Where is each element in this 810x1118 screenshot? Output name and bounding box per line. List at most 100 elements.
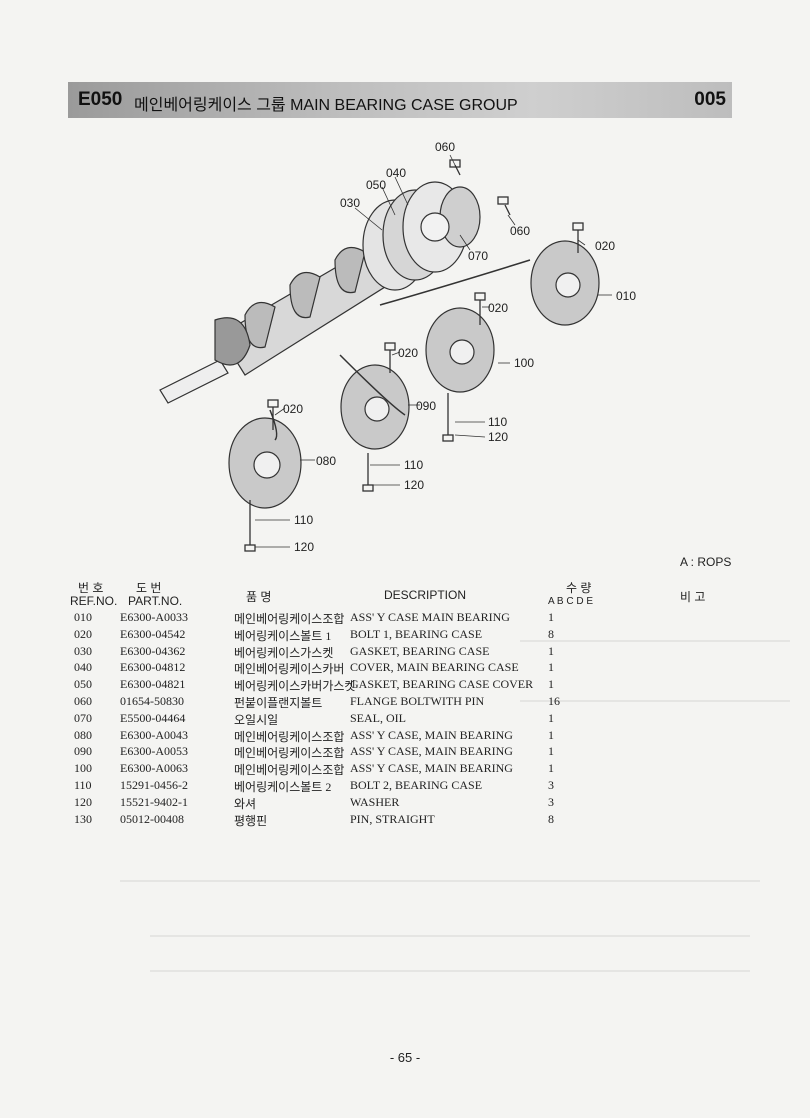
leader-lines [255,154,612,548]
group-code: E050 [78,89,123,110]
col-part-en: PART.NO. [128,594,183,608]
callout-010: 010 [616,289,636,303]
description-cell: BOLT 1, BEARING CASE [350,626,483,641]
quantity-cell: 1 [548,744,554,759]
korean-name-cell: 메인베어링케이스조합 [234,729,345,744]
callout-020a: 020 [595,239,615,253]
callout-110c: 110 [294,513,313,527]
group-title: 메인베어링케이스 그룹 MAIN BEARING CASE GROUP [134,97,518,114]
callout-020d: 020 [283,402,303,416]
ref-no-cell: 040 [74,660,92,675]
korean-name-cell: 베어링케이스볼트 2 [234,779,332,794]
quantity-cell: 1 [548,610,554,624]
bleed-through-line [150,970,750,972]
col-name-ko: 품 명 [246,590,272,604]
korean-name-cell: 메인베어링케이스조합 [234,763,345,778]
quantity-cell: 8 [548,811,554,826]
table-row: 120 15521-9402-1 와셔 WASHER 3 [72,795,672,812]
description-cell: PIN, STRAIGHT [350,811,435,826]
description-cell: FLANGE BOLTWITH PIN [350,693,485,708]
bearing-case-080-drawing [228,417,302,509]
bearing-case-cover-stack [362,181,481,291]
callout-120b: 120 [404,478,424,492]
description-cell: WASHER [350,794,400,809]
korean-name-cell: 메인베어링케이스조합 [234,746,345,761]
table-row: 100 E6300-A0063 메인베어링케이스조합 ASS' Y CASE, MAI… [72,761,672,778]
callout-020c: 020 [398,346,418,360]
col-part-ko: 도 번 [136,581,162,595]
ref-no-cell: 030 [74,643,92,658]
quantity-cell: 3 [548,794,554,809]
callout-020b: 020 [488,301,508,315]
part-no-cell: E6300-A0033 [120,610,188,624]
part-no-cell: E6300-A0043 [120,727,188,742]
col-qty-ko: 수 량 [566,581,592,595]
part-no-cell: E6300-A0053 [120,744,188,759]
part-no-cell: E6300-04542 [120,626,186,641]
description-cell: ASS' Y CASE, MAIN BEARING [350,744,513,759]
part-no-cell: E6300-04362 [120,643,186,658]
diagram-callouts: 060 040 050 030 060 070 020 010 020 100 … [283,140,636,554]
bearing-case-090-drawing [340,364,410,450]
callout-060b: 060 [510,224,530,238]
korean-name-cell: 평행핀 [234,813,268,828]
table-row: 130 05012-00408 평행핀 PIN, STRAIGHT 8 [72,812,672,829]
callout-040: 040 [386,166,406,180]
korean-name-cell: 메인베어링케이스카버 [234,662,345,677]
quantity-cell: 8 [548,626,554,641]
korean-name-cell: 베어링케이스카버가스켓 [234,679,356,694]
bolt-drawings [244,159,584,552]
quantity-cell: 16 [548,693,560,708]
ref-no-cell: 080 [74,727,92,742]
quantity-cell: 3 [548,777,554,792]
part-no-cell: 01654-50830 [120,693,184,708]
ref-no-cell: 130 [74,811,92,826]
col-ref-ko: 번 호 [78,581,104,595]
callout-080: 080 [316,454,336,468]
callout-050: 050 [366,178,386,192]
ref-no-cell: 070 [74,710,92,725]
description-cell: ASS' Y CASE, MAIN BEARING [350,761,513,776]
description-cell: BOLT 2, BEARING CASE [350,777,483,792]
bleed-through-line [150,935,750,937]
callout-060a: 060 [435,140,455,154]
callout-100: 100 [514,356,534,370]
bleed-through-line [520,700,790,702]
part-no-cell: E6300-A0063 [120,761,188,776]
ref-no-cell: 100 [74,761,92,776]
korean-name-cell: 메인베어링케이스조합 [234,612,345,626]
ref-no-cell: 120 [74,794,92,809]
ref-no-cell: 090 [74,744,92,759]
bleed-through-line [520,640,790,642]
korean-name-cell: 오일시일 [234,712,279,727]
korean-name-cell: 와셔 [234,796,257,811]
description-cell: SEAL, OIL [350,710,406,725]
quantity-cell: 1 [548,660,554,675]
exploded-parts-diagram: 060 040 050 030 060 070 020 010 020 100 … [159,140,636,554]
part-no-cell: 15521-9402-1 [120,794,188,809]
callout-110a: 110 [488,415,507,429]
bearing-case-010-drawing [530,240,600,326]
description-cell: GASKET, BEARING CASE COVER [350,677,534,692]
ref-no-cell: 010 [74,610,92,624]
ref-no-cell: 060 [74,693,92,708]
callout-090: 090 [416,399,436,413]
description-cell: COVER, MAIN BEARING CASE [350,660,519,675]
part-no-cell: 05012-00408 [120,811,184,826]
callout-120a: 120 [488,430,508,444]
quantity-cell: 1 [548,710,554,725]
part-no-cell: E6300-04821 [120,677,186,692]
table-row: 090 E6300-A0053 메인베어링케이스조합 ASS' Y CASE, MAI… [72,744,672,761]
callout-120c: 120 [294,540,314,554]
callout-070: 070 [468,249,488,263]
group-page-code: 005 [694,89,726,110]
